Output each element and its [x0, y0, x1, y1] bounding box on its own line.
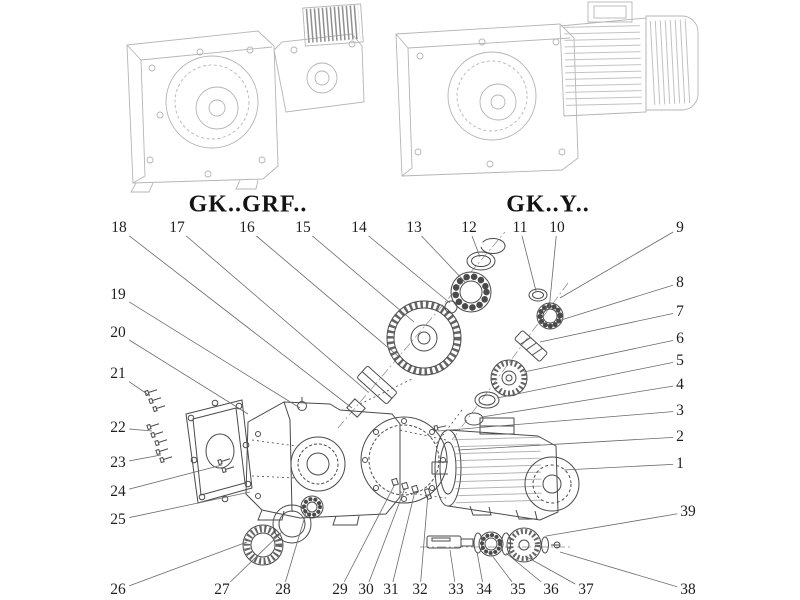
leader-line-5 — [496, 360, 681, 399]
callout-number-7: 7 — [673, 303, 687, 321]
leader-line-28 — [282, 512, 307, 591]
callout-number-36: 36 — [540, 581, 562, 599]
part-motor — [431, 417, 580, 521]
leader-line-20 — [117, 332, 249, 415]
leader-line-18 — [118, 227, 353, 409]
leader-line-11 — [519, 227, 537, 292]
leader-line-10 — [548, 227, 558, 311]
callout-number-2: 2 — [673, 428, 687, 446]
leader-line-9 — [559, 227, 681, 299]
leader-line-38 — [559, 551, 689, 591]
callout-number-35: 35 — [507, 581, 529, 599]
callout-number-24: 24 — [107, 483, 129, 501]
leader-line-13 — [413, 227, 467, 284]
callout-number-20: 20 — [107, 324, 129, 342]
gearbox-grf-illustration — [126, 3, 365, 193]
model-title-y: GK..Y.. — [506, 191, 590, 218]
leader-line-17 — [176, 227, 369, 393]
callout-number-33: 33 — [445, 581, 467, 599]
callout-number-23: 23 — [107, 454, 129, 472]
leader-line-31 — [390, 490, 416, 591]
leader-line-26 — [117, 541, 248, 591]
callout-number-34: 34 — [473, 581, 495, 599]
callout-number-26: 26 — [107, 581, 129, 599]
callout-number-31: 31 — [380, 581, 402, 599]
leader-line-4 — [481, 384, 681, 418]
leader-line-16 — [246, 227, 399, 357]
leader-line-2 — [457, 436, 681, 451]
part-housing-bearing-set — [242, 495, 324, 566]
callout-number-17: 17 — [166, 219, 188, 237]
part-main-gear-chain — [346, 238, 506, 418]
model-title-grf: GK..GRF.. — [188, 191, 308, 218]
callout-number-13: 13 — [403, 219, 425, 237]
callout-number-25: 25 — [107, 511, 129, 529]
leader-line-19 — [117, 294, 301, 409]
callout-number-29: 29 — [329, 581, 351, 599]
gearbox-y-illustration — [395, 1, 699, 177]
callout-number-30: 30 — [355, 581, 377, 599]
callout-number-39: 39 — [677, 503, 699, 521]
callout-number-18: 18 — [108, 219, 130, 237]
leader-line-3 — [437, 410, 681, 432]
callout-number-8: 8 — [673, 274, 687, 292]
leader-line-7 — [539, 311, 681, 343]
callout-number-1: 1 — [673, 455, 687, 473]
leader-line-30 — [365, 487, 406, 591]
callout-number-12: 12 — [458, 219, 480, 237]
callout-number-37: 37 — [575, 581, 597, 599]
callout-number-4: 4 — [673, 376, 687, 394]
callout-number-21: 21 — [107, 365, 129, 383]
part-output-shaft-assembly — [426, 527, 561, 563]
callout-number-11: 11 — [509, 219, 531, 237]
leader-lines — [117, 227, 689, 591]
leader-line-29 — [339, 483, 396, 591]
callout-number-28: 28 — [272, 581, 294, 599]
leader-line-27 — [221, 531, 283, 591]
callout-number-27: 27 — [211, 581, 233, 599]
part-input-pinion-chain — [464, 288, 564, 426]
leader-line-1 — [563, 463, 681, 471]
callout-number-15: 15 — [292, 219, 314, 237]
callout-number-38: 38 — [677, 581, 699, 599]
leader-line-39 — [545, 511, 689, 537]
leader-line-8 — [560, 282, 681, 321]
callout-number-32: 32 — [409, 581, 431, 599]
leader-line-6 — [523, 338, 681, 373]
exploded-view — [144, 231, 580, 566]
callout-number-9: 9 — [673, 219, 687, 237]
leader-line-15 — [302, 227, 415, 323]
callout-number-22: 22 — [107, 419, 129, 437]
callout-number-16: 16 — [236, 219, 258, 237]
callout-number-10: 10 — [546, 219, 568, 237]
leader-line-24 — [117, 464, 223, 493]
part-flange-plate — [185, 399, 253, 504]
callout-number-6: 6 — [673, 330, 687, 348]
callout-number-14: 14 — [348, 219, 370, 237]
callout-number-5: 5 — [673, 352, 687, 370]
callout-number-3: 3 — [673, 402, 687, 420]
leader-line-25 — [117, 491, 251, 521]
callout-number-19: 19 — [107, 286, 129, 304]
leader-line-14 — [358, 227, 451, 304]
leader-line-32 — [419, 493, 429, 591]
